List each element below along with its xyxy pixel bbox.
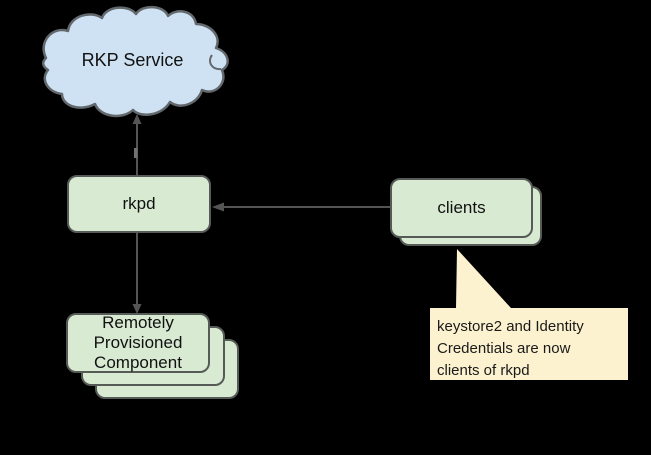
callout-note: keystore2 and Identity Credentials are n…	[437, 316, 622, 382]
clients-node-label: clients	[437, 198, 486, 217]
callout-note-line3: clients of rkpd	[437, 362, 530, 379]
rkp-service-node-label: RKP Service	[81, 50, 184, 70]
rpc-node: Remotely Provisioned Component	[66, 313, 210, 373]
rkpd-node: rkpd	[67, 175, 211, 233]
rpc-node-label-line1: Remotely	[102, 313, 174, 332]
cloud-shape	[42, 5, 229, 118]
arrowhead-up-icon	[132, 114, 142, 124]
callout-bubble	[430, 249, 628, 380]
edge-mid-tick	[134, 148, 138, 158]
cloud-curl-detail	[209, 54, 222, 71]
arrowhead-left-icon	[212, 202, 224, 212]
arrowhead-down-icon	[132, 304, 142, 314]
callout-note-line1: keystore2 and Identity	[437, 318, 584, 335]
clients-node: clients	[390, 178, 533, 238]
callout-note-line2: Credentials are now	[437, 340, 571, 357]
rkpd-node-label: rkpd	[122, 194, 156, 213]
rpc-node-label-line2: Provisioned	[93, 333, 183, 352]
rpc-node-label-line3: Component	[94, 353, 182, 372]
